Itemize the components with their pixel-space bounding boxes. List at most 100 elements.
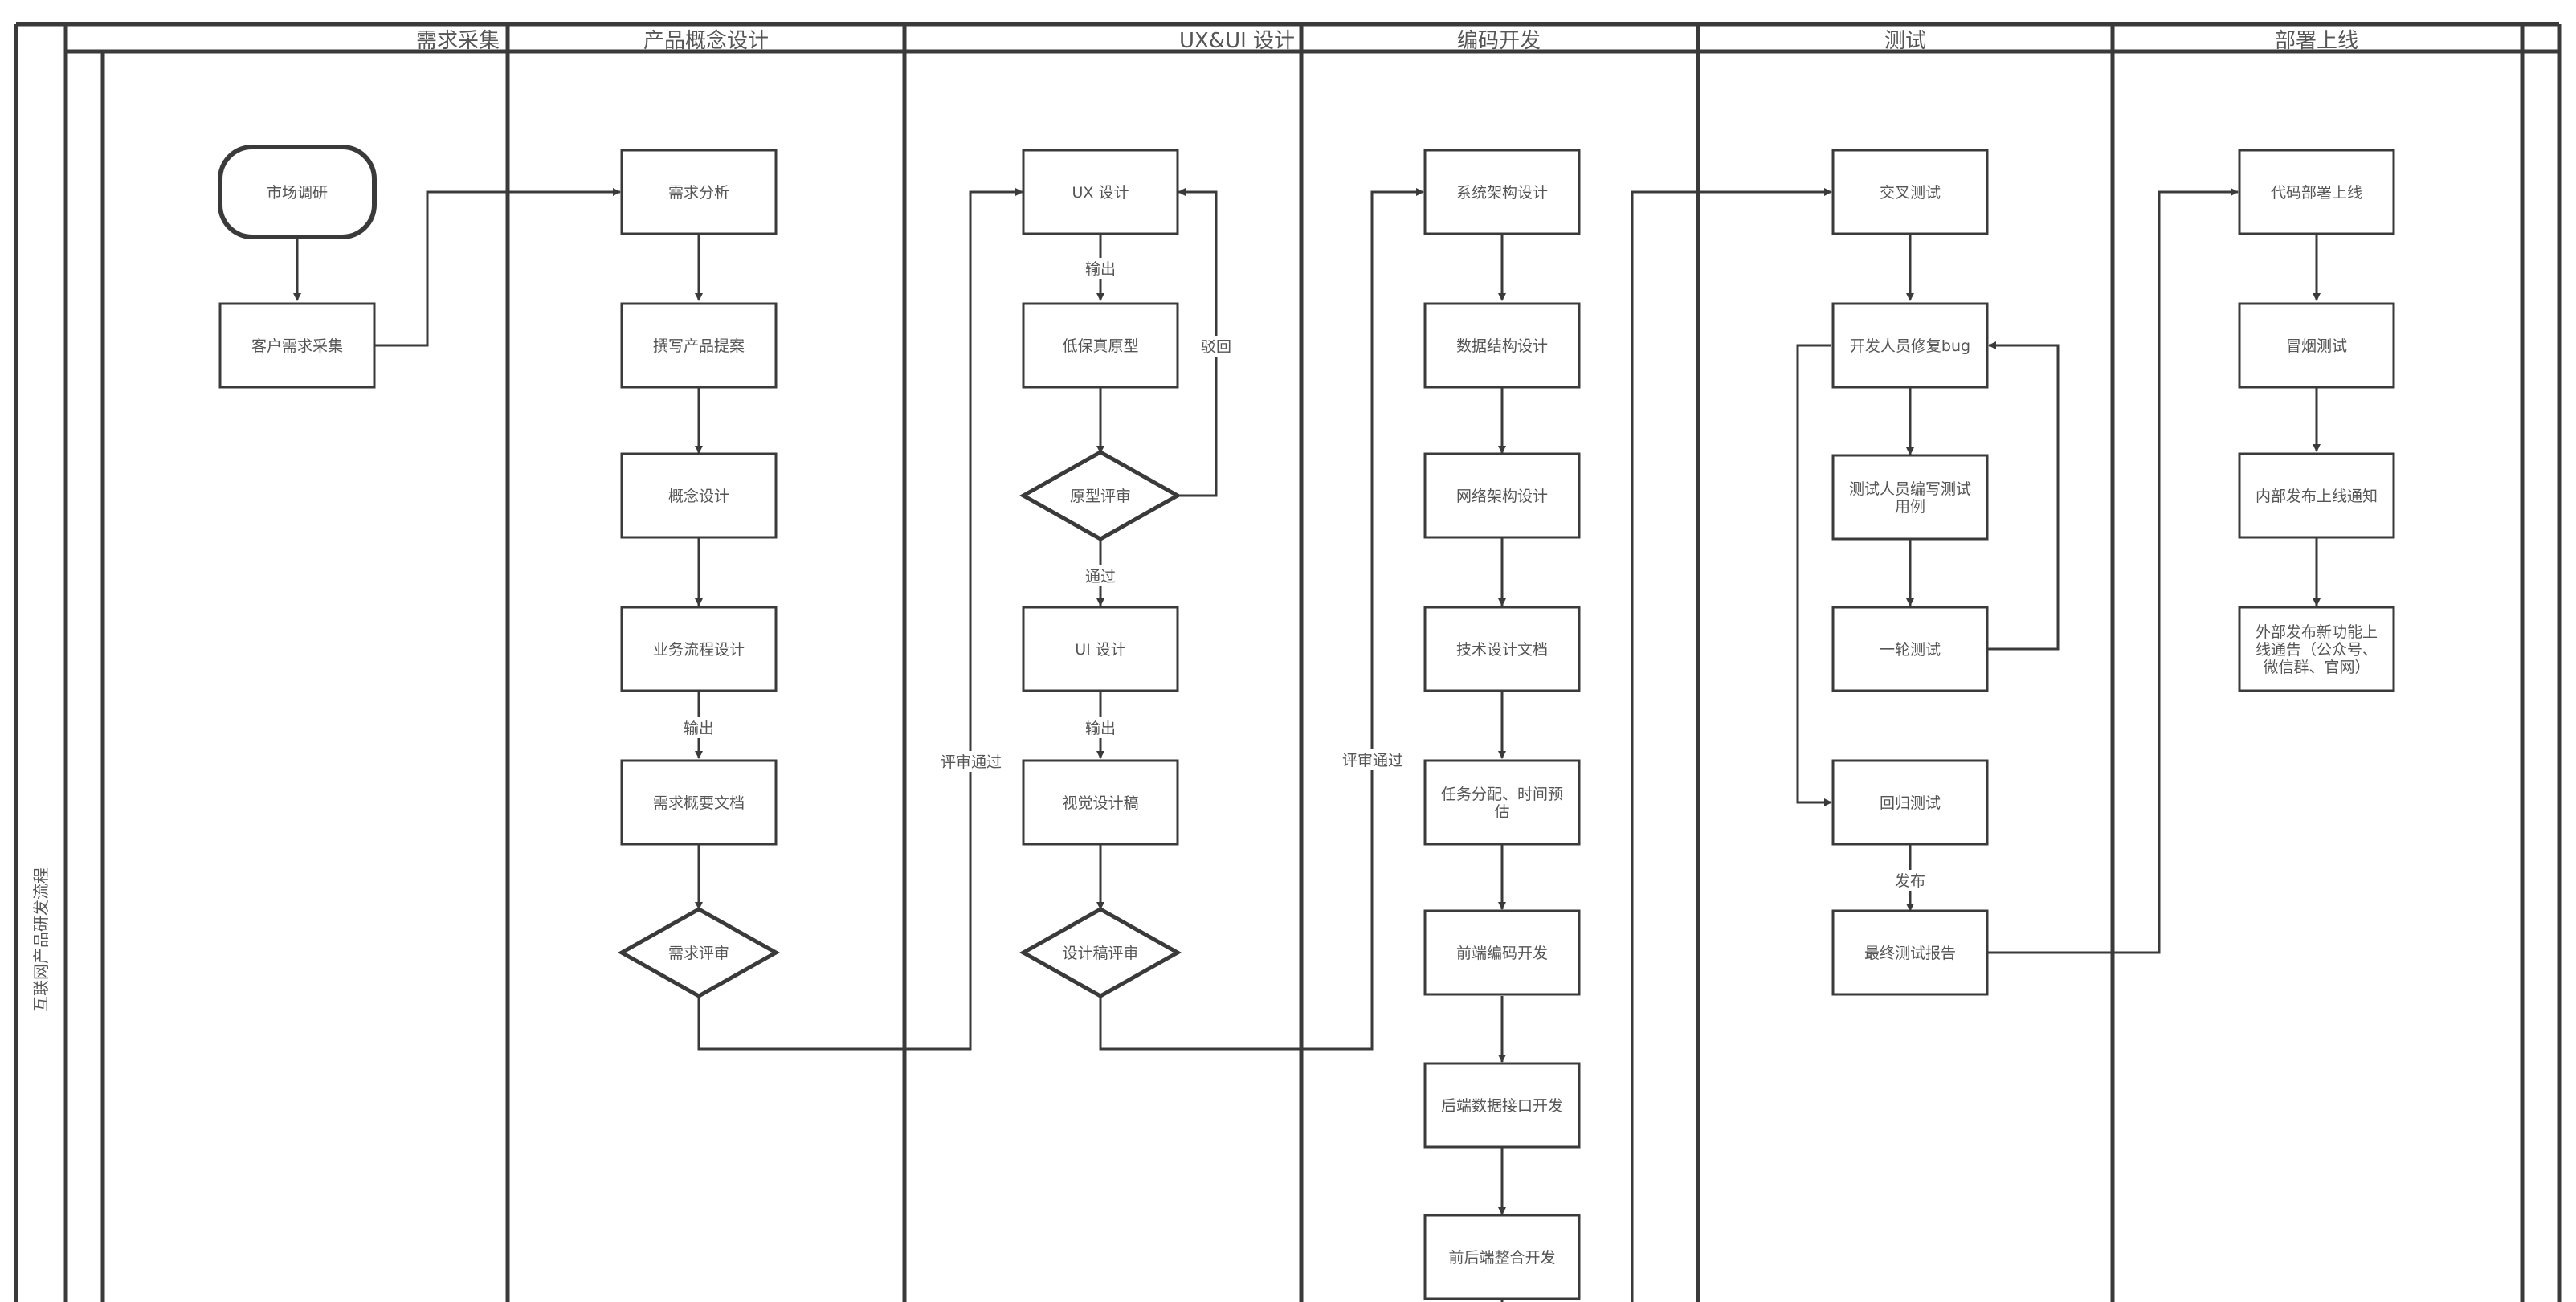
node-label: 线通告（公众号、 bbox=[2256, 641, 2378, 659]
node-label: 系统架构设计 bbox=[1456, 184, 1548, 202]
node-label: 概念设计 bbox=[668, 487, 729, 505]
node-round-test: 一轮测试 bbox=[1831, 606, 1989, 692]
edge-review-to-ux bbox=[697, 188, 1023, 1051]
edge-report-to-deploy bbox=[1988, 188, 2239, 954]
node-label: 需求评审 bbox=[668, 945, 729, 962]
node-shape bbox=[620, 606, 778, 692]
node-shape bbox=[620, 302, 778, 389]
node-label: 撰写产品提案 bbox=[653, 337, 745, 355]
node-tech-doc: 技术设计文档 bbox=[1423, 606, 1581, 692]
node-shape bbox=[1022, 302, 1179, 389]
node-label: 测试人员编写测试 bbox=[1849, 480, 1971, 498]
node-label: 后端数据接口开发 bbox=[1441, 1097, 1563, 1115]
node-shape bbox=[617, 907, 781, 998]
node-label: 代码部署上线 bbox=[2271, 184, 2362, 202]
pool-frame bbox=[14, 22, 2562, 1302]
node-shape bbox=[1831, 454, 1989, 541]
node-label: 网络架构设计 bbox=[1456, 488, 1548, 505]
node-label: 冒烟测试 bbox=[2286, 337, 2347, 355]
node-shape bbox=[1423, 759, 1581, 846]
node-label: 需求分析 bbox=[668, 184, 729, 202]
node-label: 回归测试 bbox=[1880, 794, 1941, 812]
svg-text:驳回: 驳回 bbox=[1201, 338, 1231, 356]
node-label: 设计稿评审 bbox=[1062, 945, 1138, 962]
lane-header-concept: 产品概念设计 bbox=[643, 29, 769, 53]
node-label: 需求概要文档 bbox=[653, 794, 745, 812]
svg-text:输出: 输出 bbox=[1085, 260, 1116, 278]
node-shape bbox=[1831, 302, 1989, 389]
node-write-proposal: 撰写产品提案 bbox=[620, 302, 778, 389]
node-shape bbox=[620, 149, 778, 235]
node-label: 市场调研 bbox=[267, 184, 328, 202]
node-prototype-review: 原型评审 bbox=[1019, 450, 1182, 541]
node-label: 估 bbox=[1494, 803, 1509, 821]
edge-roundtest-to-fixbug bbox=[1988, 341, 2060, 651]
edge-coding-to-crosstest bbox=[1631, 188, 1832, 1302]
node-label: 微信群、官网） bbox=[2263, 659, 2370, 676]
node-final-report: 最终测试报告 bbox=[1831, 909, 1989, 996]
node-shape bbox=[1831, 606, 1989, 692]
edge-label-output-1: 输出 bbox=[1084, 258, 1117, 279]
node-visual-draft: 视觉设计稿 bbox=[1022, 759, 1179, 846]
node-net-arch: 网络架构设计 bbox=[1423, 452, 1581, 539]
node-label: 前后端整合开发 bbox=[1448, 1249, 1555, 1267]
node-ux-design: UX 设计 bbox=[1022, 149, 1179, 235]
node-fe-be-integration: 前后端整合开发 bbox=[1423, 1214, 1581, 1300]
node-data-struct: 数据结构设计 bbox=[1423, 302, 1581, 389]
node-shape bbox=[620, 452, 778, 539]
svg-text:输出: 输出 bbox=[1085, 720, 1116, 737]
node-label: UX 设计 bbox=[1072, 184, 1129, 202]
node-lofi-prototype: 低保真原型 bbox=[1022, 302, 1179, 389]
node-backend-api: 后端数据接口开发 bbox=[1423, 1062, 1581, 1149]
node-shape bbox=[1019, 907, 1182, 998]
lane-header-deploy: 部署上线 bbox=[2275, 29, 2358, 53]
node-label: 低保真原型 bbox=[1062, 337, 1138, 355]
node-label: 视觉设计稿 bbox=[1062, 794, 1138, 812]
node-label: UI 设计 bbox=[1075, 641, 1126, 659]
node-shape bbox=[1423, 302, 1581, 389]
node-shape bbox=[620, 759, 778, 846]
node-market-research: 市场调研 bbox=[218, 145, 377, 239]
node-shape bbox=[1019, 450, 1182, 541]
node-dev-fix-bug: 开发人员修复bug bbox=[1831, 302, 1989, 389]
node-shape bbox=[218, 302, 376, 389]
node-label: 开发人员修复bug bbox=[1850, 337, 1970, 355]
node-shape bbox=[1022, 149, 1179, 235]
node-shape bbox=[2238, 452, 2395, 539]
node-design-review: 设计稿评审 bbox=[1019, 907, 1182, 998]
node-label: 一轮测试 bbox=[1880, 641, 1941, 659]
svg-text:输出: 输出 bbox=[684, 720, 714, 737]
node-concept-design: 概念设计 bbox=[620, 452, 778, 539]
node-label: 技术设计文档 bbox=[1456, 641, 1548, 659]
node-label: 用例 bbox=[1895, 498, 1925, 516]
node-shape bbox=[1423, 452, 1581, 539]
node-req-analysis: 需求分析 bbox=[620, 149, 778, 235]
node-shape bbox=[1022, 759, 1179, 846]
edge-label-publish: 发布 bbox=[1893, 870, 1927, 891]
edges bbox=[293, 188, 2321, 1302]
node-shape bbox=[2238, 302, 2395, 389]
edge-fixbug-to-regression bbox=[1796, 344, 1832, 806]
node-frontend-dev: 前端编码开发 bbox=[1423, 909, 1581, 996]
node-shape bbox=[1831, 149, 1989, 235]
node-code-deploy: 代码部署上线 bbox=[2238, 149, 2395, 235]
node-label: 客户需求采集 bbox=[251, 337, 343, 355]
lane-header-requirements: 需求采集 bbox=[416, 29, 500, 53]
node-customer-req: 客户需求采集 bbox=[218, 302, 376, 389]
lane-header-testing: 测试 bbox=[1884, 29, 1926, 53]
svg-text:发布: 发布 bbox=[1895, 872, 1925, 890]
node-biz-flow-design: 业务流程设计 bbox=[620, 606, 778, 692]
node-cross-test: 交叉测试 bbox=[1831, 149, 1989, 235]
node-shape bbox=[1831, 759, 1989, 846]
node-smoke-test: 冒烟测试 bbox=[2238, 302, 2395, 389]
node-req-review: 需求评审 bbox=[617, 907, 781, 998]
node-label: 交叉测试 bbox=[1880, 184, 1941, 202]
pool-title: 互联网产品研发流程 bbox=[31, 867, 51, 1012]
edge-designreview-to-sysarch bbox=[1099, 188, 1424, 1051]
lane-header-uxui: UX&UI 设计 bbox=[1179, 29, 1295, 53]
edge-label-review-pass-1: 评审通过 bbox=[940, 751, 1002, 772]
node-label: 前端编码开发 bbox=[1456, 945, 1548, 962]
